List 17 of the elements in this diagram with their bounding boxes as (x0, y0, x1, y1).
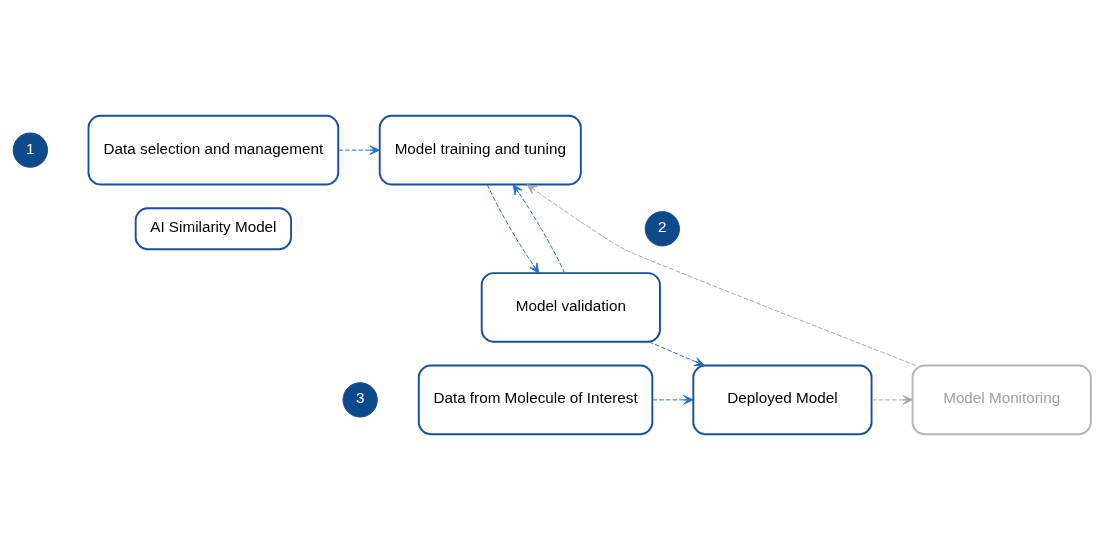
node-box: Model training and tuning (378, 114, 582, 186)
arrow (648, 341, 705, 367)
node-circle: 3 (342, 382, 378, 418)
arrow (652, 395, 694, 405)
node-box: Data from Molecule of Interest (417, 364, 654, 436)
arrow (486, 184, 540, 274)
node-box: AI Similarity Model (134, 207, 292, 251)
node-circle: 1 (12, 132, 48, 168)
arrow (871, 395, 913, 405)
arrow (526, 184, 917, 366)
node-box: Deployed Model (692, 364, 873, 436)
arrow (512, 184, 566, 274)
node-box: Model Monitoring (911, 364, 1092, 436)
node-circle: 2 (644, 211, 680, 247)
node-box: Data selection and management (87, 114, 340, 186)
node-box: Model validation (480, 272, 661, 343)
arrow (338, 145, 380, 155)
